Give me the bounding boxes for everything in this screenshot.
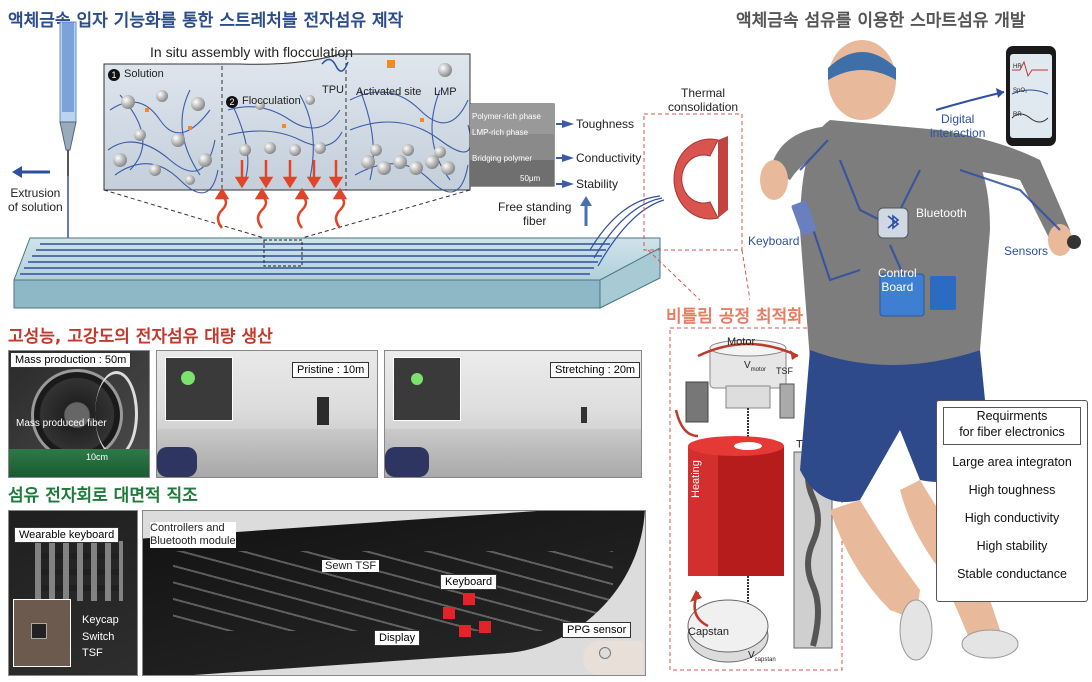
- vmotor-label: Vmotor: [744, 360, 767, 373]
- keyboard-label: Keyboard: [440, 574, 498, 590]
- heat-arrows-icon: [214, 187, 348, 229]
- heading-smart-textile: 액체금속 섬유를 이용한 스마트섬유 개발: [736, 11, 1026, 31]
- control-board-label: Control Board: [878, 266, 917, 294]
- phone-spo2: SpO₂: [1013, 88, 1028, 94]
- requirements-panel: Requirments for fiber electronics Large …: [936, 400, 1088, 602]
- heading-mass-production: 고성능, 고강도의 전자섬유 대량 생산: [8, 327, 273, 347]
- extrusion-label: Extrusion of solution: [8, 186, 63, 214]
- free-fiber-label: Free standing fiber: [498, 200, 572, 228]
- prop-stability: Stability: [576, 177, 619, 191]
- wearable-keyboard-label: Wearable keyboard: [14, 527, 120, 543]
- req-toughness: High toughness: [968, 483, 1056, 497]
- phone-rr: RR: [1013, 112, 1022, 118]
- legend-activated: Activated site: [356, 86, 422, 98]
- capstan-label: Capstan: [688, 626, 729, 638]
- legend-tpu: TPU: [322, 84, 344, 96]
- keycap-label: Keycap: [82, 614, 119, 626]
- tpu-icon: [321, 58, 349, 72]
- bluetooth-label: Bluetooth: [916, 206, 967, 220]
- sensors-label: Sensors: [1004, 244, 1049, 258]
- motor-label: Motor: [727, 336, 756, 348]
- step1-badge: 1: [108, 69, 120, 81]
- fabrication-schematic: [12, 21, 665, 309]
- heading-fabrication: 액체금속 입자 기능화를 통한 스트레처블 전자섬유 제작: [8, 11, 404, 31]
- sem-phase2: LMP-rich phase: [472, 128, 529, 137]
- photo-mass-production: [8, 350, 150, 478]
- digital-interaction-label: Digital interaction: [930, 112, 986, 140]
- phone-hr: HR: [1013, 64, 1022, 70]
- controllers-label: Controllers and Bluetooth module: [150, 522, 236, 548]
- ppg-sensor-label: PPG sensor: [562, 622, 632, 638]
- display-label: Display: [374, 630, 421, 646]
- requirements-title: Requirments for fiber electronics: [943, 407, 1081, 445]
- smartphone-icon: [1006, 46, 1056, 146]
- thermal-ring-diagram: [643, 113, 750, 301]
- tsf-label: TSF: [776, 366, 793, 376]
- activated-site-icon: [387, 60, 395, 68]
- heating-label: Heating: [690, 460, 702, 498]
- req-stability: High stability: [976, 539, 1048, 553]
- stretching-label: Stretching : 20m: [550, 362, 641, 378]
- step2-label: Flocculation: [242, 95, 301, 107]
- sem-phase3: Bridging polymer: [472, 154, 533, 163]
- pristine-label: Pristine : 10m: [292, 362, 370, 378]
- legend-lmp: LMP: [434, 86, 457, 98]
- heading-twist-process: 비틀림 공정 최적화: [666, 307, 803, 327]
- lmp-icon: [438, 63, 452, 77]
- watch-icon: [1067, 235, 1081, 249]
- sem-scale: 50μm: [520, 174, 541, 183]
- keyboard-smart-label: Keyboard: [748, 234, 800, 248]
- step2-badge: 2: [226, 96, 238, 108]
- thermal-label: Thermal consolidation: [668, 86, 739, 114]
- prop-conductivity: Conductivity: [576, 151, 642, 165]
- free-fiber-arrow-icon: [580, 196, 592, 226]
- bluetooth-icon: [887, 214, 900, 230]
- prop-toughness: Toughness: [576, 117, 635, 131]
- mass-produced-fiber-label: Mass produced fiber: [16, 418, 107, 429]
- extrusion-arrow-icon: [12, 166, 50, 178]
- req-conductivity: High conductivity: [964, 511, 1060, 525]
- switch-label: Switch: [82, 631, 115, 643]
- photo-stretching: [384, 350, 642, 478]
- sewn-tsf-label: Sewn TSF: [322, 560, 380, 572]
- keyboard-keys-icon: [443, 607, 455, 619]
- twist-process-diagram: [669, 327, 843, 671]
- mass-scale-label: 10cm: [86, 452, 109, 462]
- mass-production-label: Mass production : 50m: [10, 352, 132, 368]
- assembly-title: In situ assembly with flocculation: [150, 44, 354, 60]
- tsf-part-label: TSF: [82, 647, 103, 659]
- req-stable-conductance: Stable conductance: [957, 567, 1067, 581]
- vcapstan-label: Vcapstan: [748, 650, 776, 663]
- syringe-icon: [59, 21, 77, 238]
- heading-weaving: 섬유 전자회로 대면적 직조: [8, 486, 198, 506]
- step1-label: Solution: [124, 68, 164, 80]
- req-large-area: Large area integraton: [952, 455, 1072, 469]
- sem-phase1: Polymer-rich phase: [472, 112, 541, 121]
